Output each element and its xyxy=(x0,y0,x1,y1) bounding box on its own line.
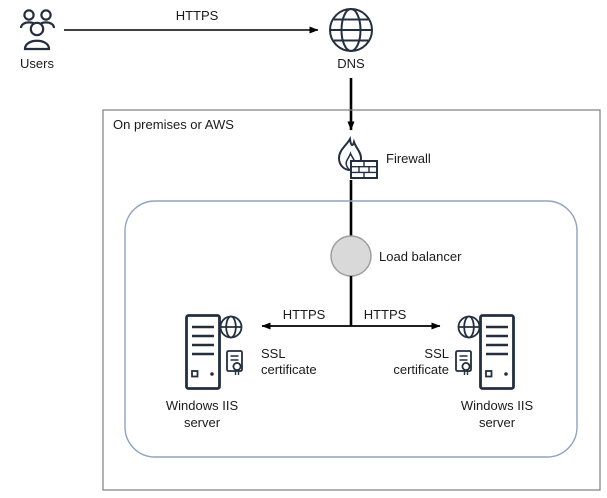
ssl-right-label-line1: SSL xyxy=(424,346,449,361)
server-right-label-line1: Windows IIS xyxy=(461,398,534,413)
dns-label: DNS xyxy=(337,56,365,71)
server-left-label-line1: Windows IIS xyxy=(166,398,239,413)
ssl-left-label-line2: certificate xyxy=(261,362,317,377)
firewall-icon xyxy=(337,135,378,179)
server-left-icon xyxy=(185,314,221,390)
dns-globe-icon xyxy=(329,8,373,52)
globe-right-icon xyxy=(457,315,481,339)
ssl-certificate-right-icon xyxy=(455,350,472,375)
https-right-label: HTTPS xyxy=(364,307,407,322)
users-icon xyxy=(19,9,56,51)
server-right-label-line2: server xyxy=(479,415,516,430)
ssl-left-label-line1: SSL xyxy=(261,346,286,361)
firewall-label: Firewall xyxy=(386,151,431,166)
server-left-label-line2: server xyxy=(184,415,221,430)
boundary-label: On premises or AWS xyxy=(113,117,234,132)
server-right-icon xyxy=(479,314,515,390)
load-balancer-label: Load balancer xyxy=(379,249,462,264)
load-balancer-icon xyxy=(330,235,372,277)
boundary-box xyxy=(102,109,601,491)
ssl-certificate-left-icon xyxy=(226,350,243,375)
users-label: Users xyxy=(20,56,54,71)
https-left-label: HTTPS xyxy=(283,307,326,322)
https-top-label: HTTPS xyxy=(176,8,219,23)
globe-left-icon xyxy=(219,315,243,339)
ssl-right-label-line2: certificate xyxy=(393,362,449,377)
subnet-box xyxy=(124,200,578,458)
